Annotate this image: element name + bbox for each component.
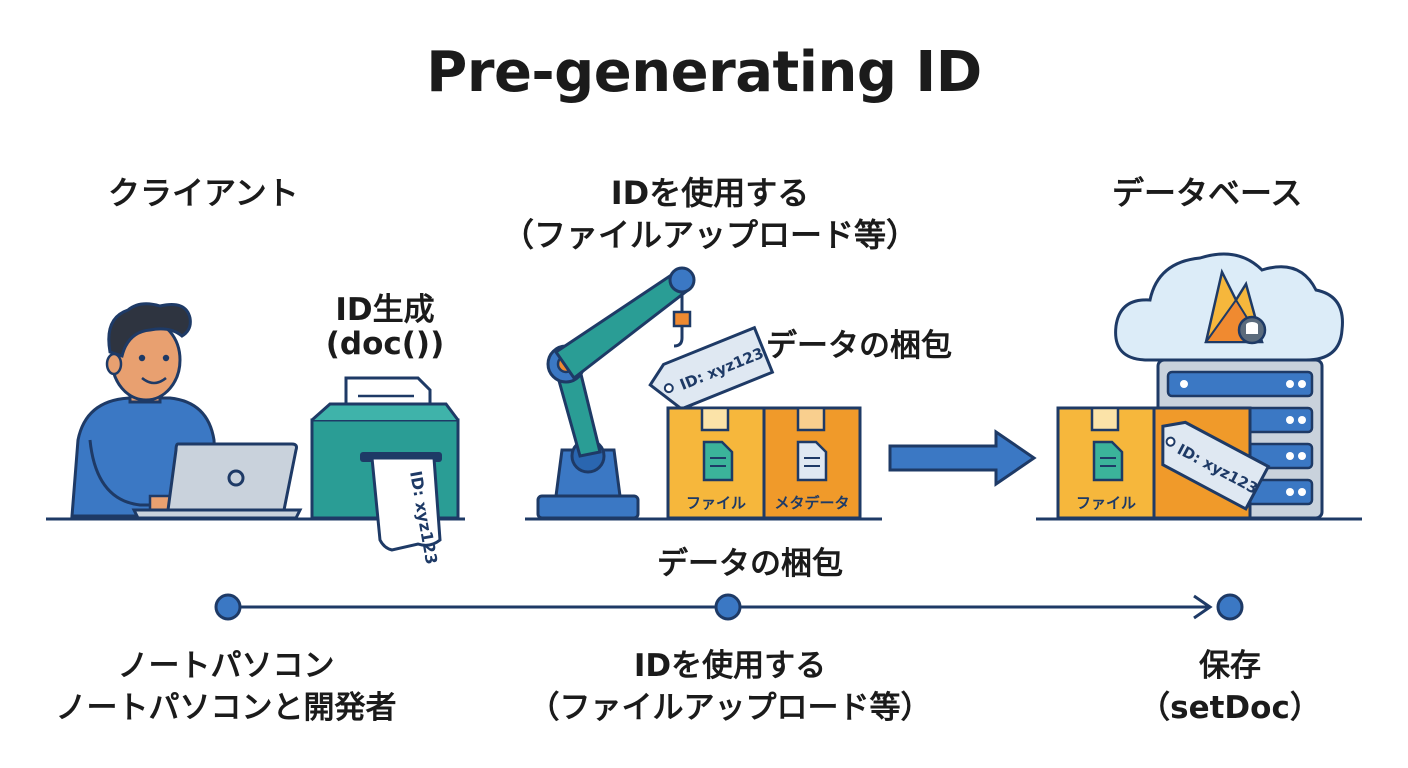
timeline-arrowhead-icon (1193, 594, 1213, 620)
timeline-node-3 (1216, 593, 1244, 621)
timeline-step-1-sublabel: ノートパソコンと開発者 (55, 690, 397, 726)
timeline-node-1 (214, 593, 242, 621)
id-generation-label: ID生成 (335, 292, 435, 328)
timeline-node-2 (714, 593, 742, 621)
file-box-label: ファイル (686, 494, 746, 512)
timeline-step-3-label: 保存 (1199, 648, 1261, 684)
id-generation-call: (doc()) (325, 326, 445, 362)
file-box-icon: ファイル (666, 406, 766, 520)
metadata-box-label: メタデータ (774, 494, 849, 512)
id-tag-icon: ID: xyz123 (648, 325, 775, 411)
use-id-heading: IDを使用する (610, 174, 810, 212)
packing-label-top: データの梱包 (766, 328, 952, 364)
packing-label-bottom: データの梱包 (657, 546, 843, 582)
robot-arm-icon (536, 266, 696, 520)
laptop-icon (131, 442, 303, 520)
use-id-subheading: （ファイルアップロード等） (501, 216, 918, 254)
page-title: Pre-generating ID (426, 40, 982, 105)
metadata-box-icon: メタデータ (762, 406, 862, 520)
timeline-step-2-sublabel: （ファイルアップロード等） (528, 690, 932, 726)
timeline-step-1-label: ノートパソコン (117, 648, 335, 684)
client-heading: クライアント (108, 174, 299, 212)
firebase-icon (1204, 268, 1267, 345)
timeline-step-3-sublabel: （setDoc） (1139, 690, 1321, 726)
transfer-arrow-icon (888, 429, 1037, 487)
id-generator-printer-icon: ID: xyz123 (310, 376, 460, 566)
stored-file-box-label: ファイル (1076, 494, 1136, 512)
stored-file-box-icon: ファイル (1056, 406, 1156, 520)
database-heading: データベース (1112, 174, 1303, 212)
timeline-step-2-label: IDを使用する (633, 648, 827, 684)
